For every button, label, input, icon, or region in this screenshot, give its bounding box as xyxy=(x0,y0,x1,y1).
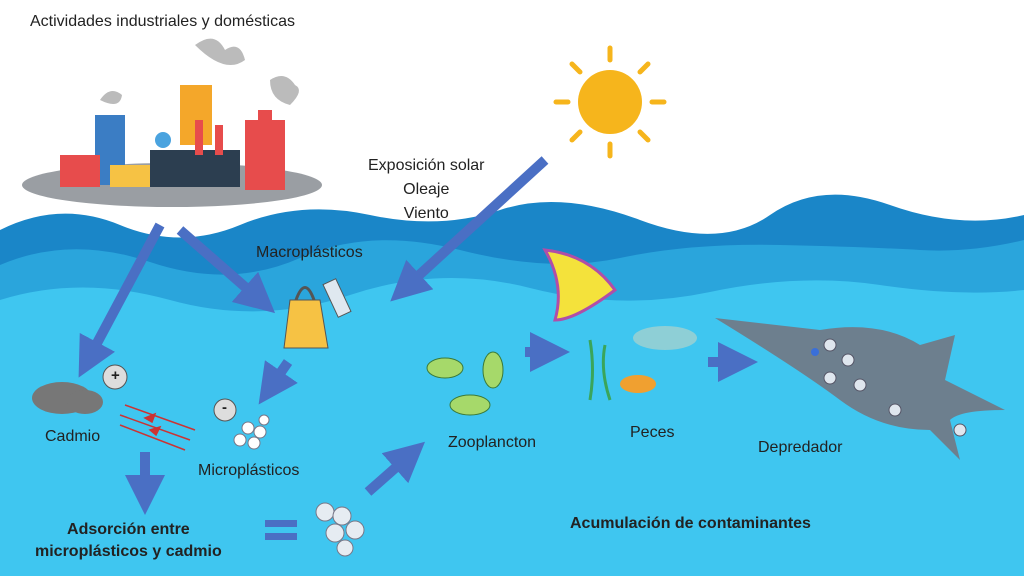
factor-viento: Viento xyxy=(403,205,449,222)
arrow-to-zooplancton xyxy=(364,441,426,496)
arrow-sun-to-macroplasticos xyxy=(390,156,549,302)
attraction-lines xyxy=(119,404,196,451)
factory-illustration xyxy=(22,38,322,207)
macroplasticos-label: Macroplásticos xyxy=(256,244,363,261)
depredador-label: Depredador xyxy=(758,439,843,456)
microplastic-beads xyxy=(233,414,270,450)
zooplankton-illustration xyxy=(426,351,504,416)
adsorcion-label: Adsorción entre microplásticos y cadmio xyxy=(35,519,222,563)
plus-sign: + xyxy=(111,367,120,384)
fish-illustration xyxy=(542,248,697,401)
arrow-factory-to-macroplasticos xyxy=(176,226,276,314)
environmental-factors: Exposición solar Oleaje Viento xyxy=(368,154,485,226)
minus-sign: - xyxy=(222,399,227,416)
bag-and-bottle-icon xyxy=(283,278,352,349)
arrow-macro-to-micro xyxy=(258,359,298,405)
adsorcion-line-2: microplásticos y cadmio xyxy=(35,543,222,560)
factor-solar: Exposición solar xyxy=(368,157,485,174)
arrow-factory-to-cadmio xyxy=(78,222,165,378)
adsorbed-microplastics xyxy=(315,502,365,557)
sun-icon xyxy=(553,45,667,159)
water-body xyxy=(0,278,1024,576)
swordfish-illustration xyxy=(715,318,1005,460)
cadmio-label: Cadmio xyxy=(45,428,101,445)
peces-label: Peces xyxy=(630,424,675,441)
microplasticos-label: Microplásticos xyxy=(198,462,300,479)
zooplancton-label: Zooplancton xyxy=(448,434,537,451)
factor-oleaje: Oleaje xyxy=(403,181,450,198)
minus-charge-icon xyxy=(213,398,237,422)
plus-charge-icon xyxy=(102,364,128,390)
acumulacion-label: Acumulación de contaminantes xyxy=(570,515,811,532)
adsorcion-line-1: Adsorción entre xyxy=(67,521,190,538)
cadmium-particles xyxy=(32,382,103,414)
title-label: Actividades industriales y domésticas xyxy=(30,13,296,30)
equals-sign xyxy=(265,520,297,540)
